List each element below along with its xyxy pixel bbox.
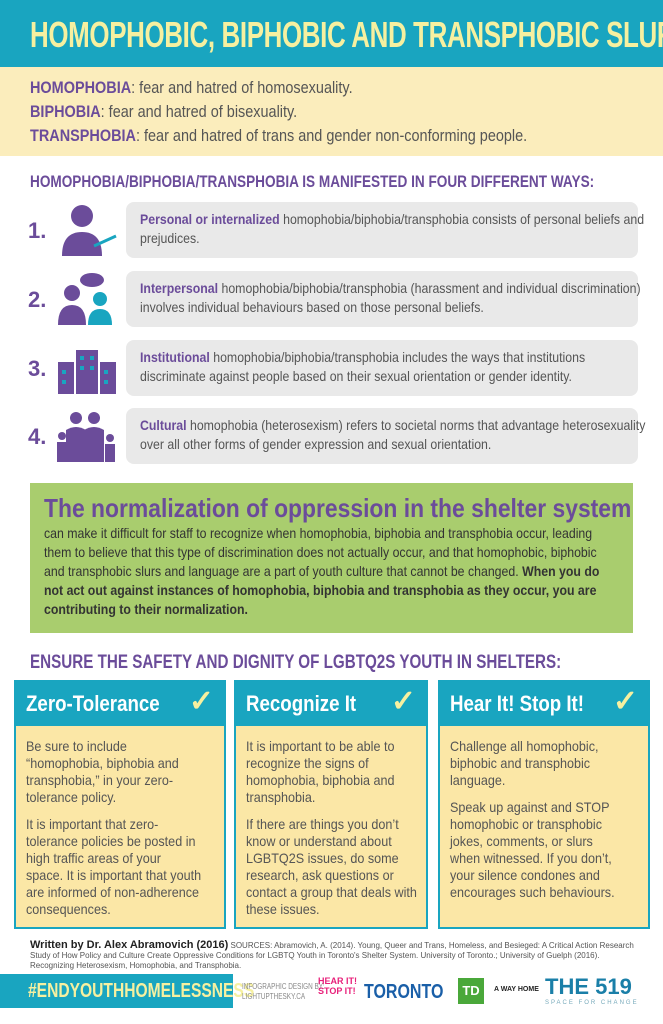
a-way-home-logo: A WAY HOME (494, 986, 539, 993)
way-type: Personal or internalized (140, 211, 280, 227)
way-item: 3. Institutional homophobia/biphobia/tra… (28, 340, 638, 398)
design-label: INFOGRAPHIC DESIGN BY: (242, 982, 325, 991)
way-number: 1. (28, 218, 47, 243)
toronto-logo: TORONTO (364, 981, 443, 1004)
way-type: Cultural (140, 417, 187, 433)
logo-text: A WAY HOME (494, 986, 539, 993)
ensure-heading: ENSURE THE SAFETY AND DIGNITY OF LGBTQ2S… (30, 652, 562, 673)
checkmark-icon: ✓ (612, 685, 638, 718)
card-text: Speak up against and STOP homophobic or … (450, 799, 615, 900)
logo-text: TORONTO (364, 981, 444, 1003)
normalization-emphasis: When you do not act out against instance… (44, 563, 600, 617)
term: TRANSPHOBIA (30, 126, 136, 145)
logo-text: HEAR IT! (318, 976, 357, 986)
definition: BIPHOBIA: fear and hatred of bisexuality… (30, 100, 543, 124)
term: BIPHOBIA (30, 102, 101, 121)
buildings-icon (58, 350, 116, 394)
way-number: 4. (28, 424, 47, 449)
design-site: LIGHTUPTHESKY.CA (242, 992, 306, 1001)
definition-text: : fear and hatred of trans and gender no… (135, 126, 528, 145)
way-item: 1. Personal or internalized homophobia/b… (28, 202, 644, 260)
logo-text: SPACE FOR CHANGE (545, 1000, 639, 1006)
logo-text: STOP IT! (318, 986, 356, 996)
way-text: homophobia/biphobia/transphobia (harassm… (140, 280, 641, 315)
way-text: homophobia (heterosexism) refers to soci… (140, 417, 646, 452)
way-description: Cultural homophobia (heterosexism) refer… (126, 408, 645, 464)
card-title: Recognize It (246, 691, 357, 716)
hear-stop-logo: HEAR IT!STOP IT! (318, 976, 357, 996)
hashtag-banner: #ENDYOUTHHOMELESSNESS (0, 974, 254, 1008)
definition-text: : fear and hatred of bisexuality. (100, 102, 298, 121)
td-logo: TD (458, 978, 484, 1004)
people-speech-icon (58, 273, 112, 325)
way-description: Personal or internalized homophobia/biph… (126, 202, 644, 258)
way-type: Interpersonal (140, 280, 219, 296)
normalization-body: can make it difficult for staff to recog… (44, 525, 597, 579)
definition: HOMOPHOBIA: fear and hatred of homosexua… (30, 76, 543, 100)
way-number: 3. (28, 356, 47, 381)
definition-text: : fear and hatred of homosexuality. (131, 78, 353, 97)
sources: SOURCES: Abramovich, A. (2014). Young, Q… (30, 941, 634, 970)
checkmark-icon: ✓ (390, 685, 416, 718)
term: HOMOPHOBIA (30, 78, 132, 97)
card-text: If there are things you don’t know or un… (246, 816, 417, 917)
card-hear-it-stop-it: Hear It! Stop It! ✓ Challenge all homopho… (438, 680, 650, 929)
card-title: Hear It! Stop It! (450, 691, 585, 716)
card-text: Challenge all homophobic, biphobic and t… (450, 738, 599, 788)
header-banner: HOMOPHOBIC, BIPHOBIC AND TRANSPHOBIC SLU… (0, 0, 663, 67)
logo-text: TD (462, 983, 480, 998)
card-zero-tolerance: Zero-Tolerance ✓ Be sure to include “homo… (14, 680, 226, 929)
card-recognize-it: Recognize It ✓ It is important to be able… (234, 680, 428, 929)
way-type: Institutional (140, 349, 210, 365)
author: Written by Dr. Alex Abramovich (2016) (30, 939, 229, 951)
way-description: Institutional homophobia/biphobia/transp… (126, 340, 638, 396)
normalization-heading: The normalization of oppression in the s… (44, 493, 632, 523)
person-icon (62, 205, 117, 256)
checkmark-icon: ✓ (188, 685, 214, 718)
way-text: homophobia/biphobia/transphobia includes… (140, 349, 586, 384)
family-icon (57, 412, 115, 462)
way-text: homophobia/biphobia/transphobia consists… (140, 211, 645, 246)
credits: Written by Dr. Alex Abramovich (2016) SO… (30, 940, 640, 971)
definitions: HOMOPHOBIA: fear and hatred of homosexua… (0, 67, 663, 156)
way-description: Interpersonal homophobia/biphobia/transp… (126, 271, 641, 327)
way-item: 4. Cultural homophobia (heterosexism) re… (28, 408, 645, 466)
logo-text: THE 519 (545, 974, 632, 999)
way-item: 2. Interpersonal homophobia/biphobia/tra… (28, 271, 641, 329)
card-text: It is important to be able to recognize … (246, 738, 395, 805)
normalization-text: can make it difficult for staff to recog… (44, 524, 616, 619)
card-title: Zero-Tolerance (26, 691, 160, 716)
design-credit: INFOGRAPHIC DESIGN BY:LIGHTUPTHESKY.CA (242, 982, 325, 1002)
hashtag: #ENDYOUTHHOMELESSNESS (28, 980, 255, 1002)
normalization-box: The normalization of oppression in the s… (30, 483, 633, 633)
way-number: 2. (28, 287, 47, 312)
page-title: HOMOPHOBIC, BIPHOBIC AND TRANSPHOBIC SLU… (30, 14, 663, 55)
definition: TRANSPHOBIA: fear and hatred of trans an… (30, 124, 543, 148)
card-text: Be sure to include “homophobia, biphobia… (26, 738, 179, 805)
ways-heading: HOMOPHOBIA/BIPHOBIA/TRANSPHOBIA IS MANIF… (30, 172, 595, 191)
card-text: It is important that zero-tolerance poli… (26, 816, 202, 917)
